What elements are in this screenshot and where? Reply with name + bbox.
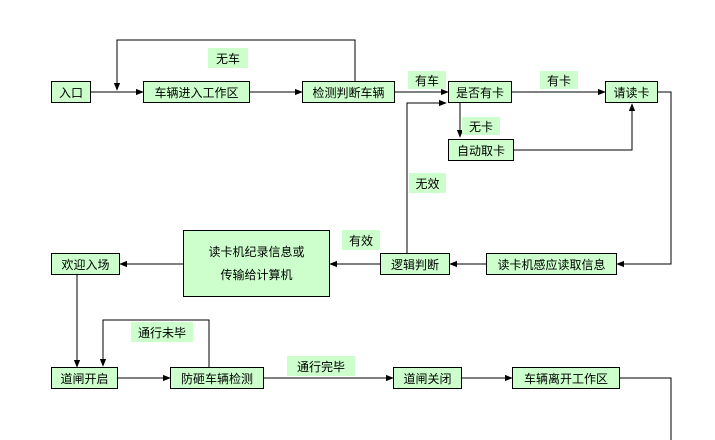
- edge-invalid-loop: [406, 99, 447, 253]
- node-reader-sense: 读卡机感应读取信息: [486, 253, 617, 275]
- label-invalid: 无效: [409, 173, 446, 193]
- node-gate-open: 道闸开启: [51, 367, 118, 389]
- node-entrance: 入口: [51, 81, 91, 103]
- node-auto-card: 自动取卡: [448, 139, 514, 161]
- node-gate-close: 道闸关闭: [393, 367, 462, 389]
- edge-read-card-to-reader: [616, 91, 672, 268]
- node-record-info: 读卡机纪录信息或 传输给计算机: [183, 230, 330, 297]
- node-welcome: 欢迎入场: [51, 253, 120, 275]
- edge-leave-exit: [620, 377, 672, 440]
- node-logic-judge: 逻辑判断: [380, 253, 450, 275]
- node-record-line1: 读卡机纪录信息或: [208, 244, 305, 259]
- node-read-card: 请读卡: [605, 81, 658, 103]
- label-no-card: 无卡: [462, 117, 500, 135]
- label-has-car: 有车: [408, 71, 446, 89]
- node-has-card: 是否有卡: [448, 81, 512, 103]
- edge-no-car-loop: [113, 39, 356, 91]
- node-leave-zone: 车辆离开工作区: [512, 367, 620, 389]
- node-detect-vehicle: 检测判断车辆: [302, 81, 395, 103]
- label-has-card: 有卡: [540, 71, 578, 89]
- label-passing: 通行未毕: [131, 322, 193, 342]
- node-record-line2: 传输给计算机: [220, 267, 293, 282]
- label-valid: 有效: [342, 230, 380, 250]
- edge-auto-card-to-read-card: [514, 103, 636, 151]
- node-enter-zone: 车辆进入工作区: [143, 81, 250, 103]
- node-anti-smash: 防砸车辆检测: [170, 367, 264, 389]
- label-passed: 通行完毕: [287, 356, 355, 376]
- edge-passing-loop: [99, 319, 210, 368]
- label-no-car: 无车: [208, 48, 248, 68]
